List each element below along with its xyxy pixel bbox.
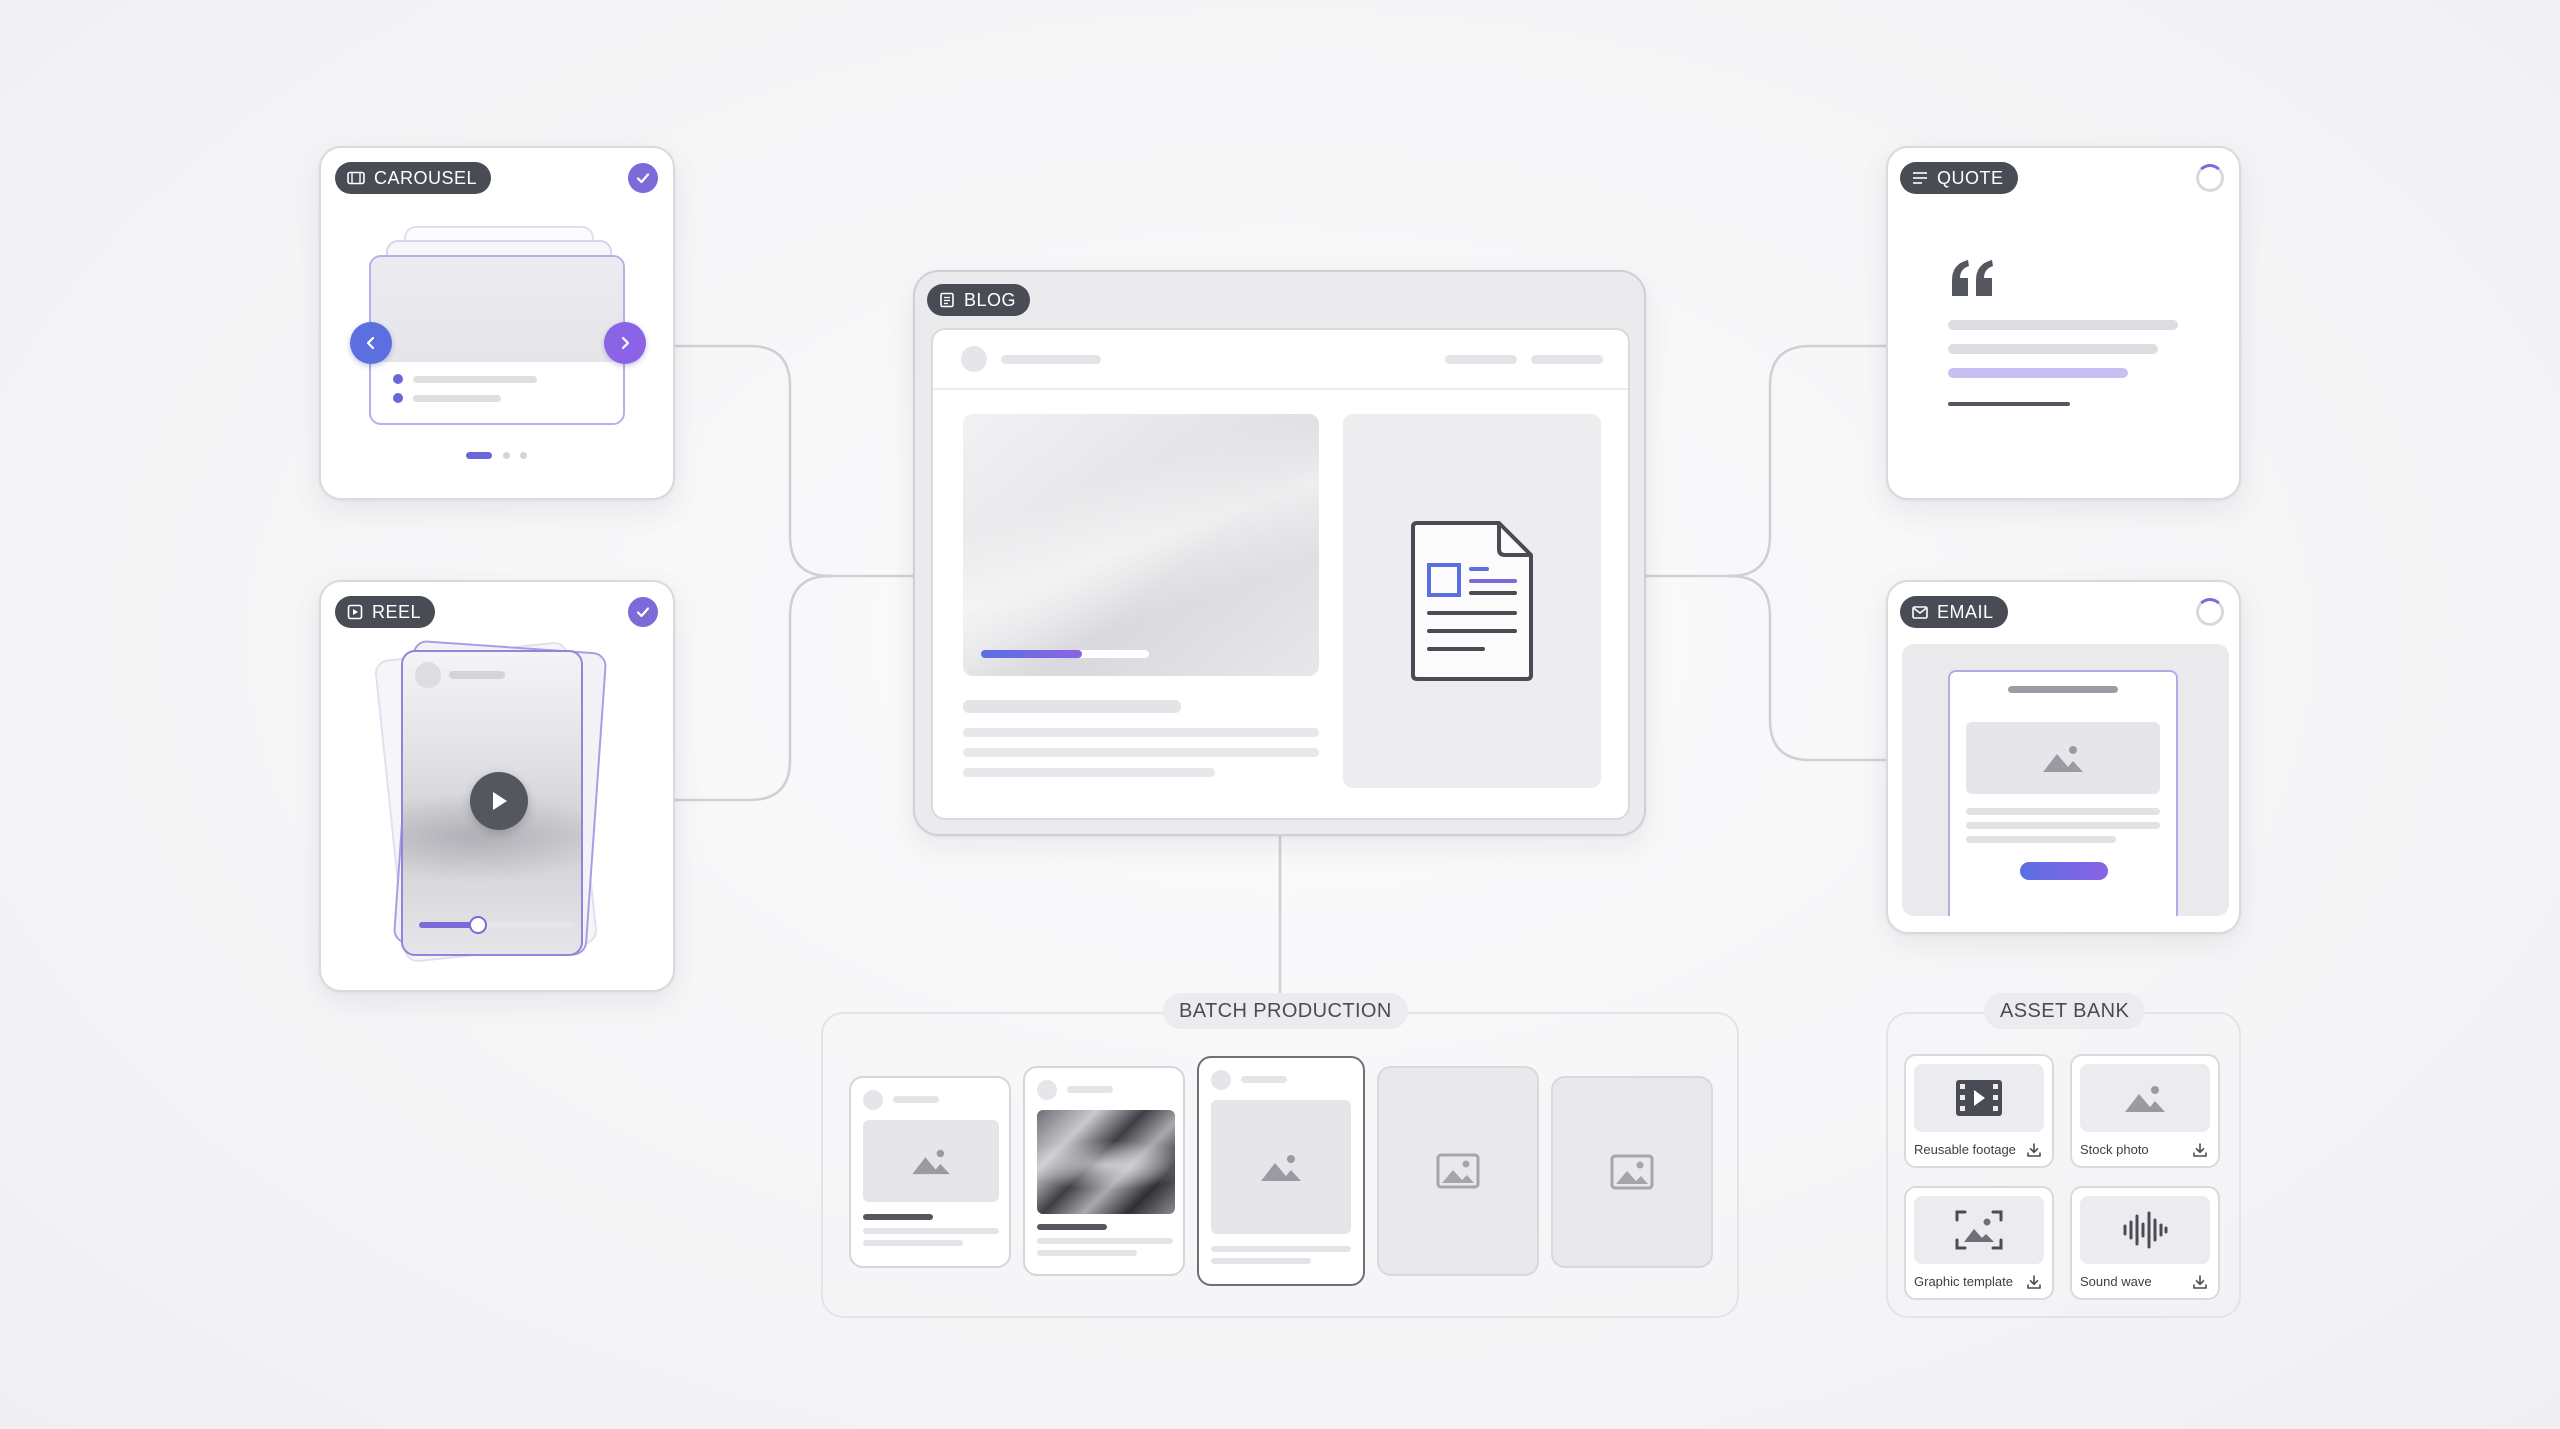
quote-tag: QUOTE: [1900, 162, 2018, 194]
download-icon[interactable]: [2026, 1142, 2042, 1158]
email-label: EMAIL: [1937, 601, 1994, 622]
blog-side-panel: [1343, 414, 1601, 788]
loading-spinner-icon: [2196, 598, 2224, 626]
blog-label: BLOG: [964, 289, 1017, 310]
blog-page: [931, 328, 1630, 820]
blog-card[interactable]: BLOG: [913, 270, 1646, 836]
chevron-left-icon: [366, 336, 375, 350]
batch-card[interactable]: [1023, 1066, 1185, 1276]
image-icon: [1261, 1155, 1301, 1181]
image-icon: [2043, 746, 2083, 772]
asset-sound-wave[interactable]: Sound wave: [2070, 1186, 2220, 1300]
asset-label: Graphic template: [1914, 1274, 2013, 1289]
asset-graphic-template[interactable]: Graphic template: [1904, 1186, 2054, 1300]
blog-header: [933, 330, 1628, 390]
asset-stock-photo[interactable]: Stock photo: [2070, 1054, 2220, 1168]
quote-label: QUOTE: [1937, 167, 2004, 188]
reel-label: REEL: [372, 601, 422, 622]
carousel-prev-button[interactable]: [350, 322, 392, 364]
batch-production-label: BATCH PRODUCTION: [1163, 993, 1408, 1029]
asset-label: Stock photo: [2080, 1142, 2149, 1157]
scrubber-handle[interactable]: [468, 916, 487, 934]
asset-label: Sound wave: [2080, 1274, 2152, 1289]
reel-play-button[interactable]: [470, 772, 528, 830]
asset-bank-label: ASSET BANK: [1984, 993, 2146, 1029]
asset-bank-panel: Reusable footage Stock photo Graphic tem…: [1886, 1012, 2241, 1318]
email-cta-button[interactable]: [2020, 862, 2108, 880]
carousel-pagination[interactable]: [466, 452, 536, 460]
quote-card[interactable]: QUOTE: [1886, 146, 2241, 500]
check-icon: [628, 163, 658, 193]
batch-card-selected[interactable]: [1197, 1056, 1365, 1286]
image-icon: [1436, 1153, 1480, 1189]
image-icon: [912, 1149, 950, 1175]
reel-tag: REEL: [335, 596, 436, 628]
reel-scrubber[interactable]: [419, 916, 573, 934]
email-document: [1948, 670, 2178, 916]
download-icon[interactable]: [2026, 1274, 2042, 1290]
image-icon: [2125, 1086, 2165, 1112]
chevron-right-icon: [621, 336, 630, 350]
soundwave-icon: [2123, 1211, 2168, 1249]
email-icon: [1912, 605, 1928, 619]
check-icon: [628, 597, 658, 627]
email-card[interactable]: EMAIL: [1886, 580, 2241, 934]
play-icon: [493, 792, 507, 810]
loading-spinner-icon: [2196, 164, 2224, 192]
blog-progress-bar: [981, 650, 1149, 658]
image-icon: [1610, 1154, 1654, 1190]
reel-frame: [401, 650, 583, 956]
blurred-photo: [1037, 1110, 1175, 1214]
document-icon: [1411, 521, 1533, 681]
batch-card-empty[interactable]: [1377, 1066, 1539, 1276]
reel-icon: [347, 604, 363, 620]
quotation-mark-icon: [1952, 260, 1993, 296]
download-icon[interactable]: [2192, 1142, 2208, 1158]
asset-reusable-footage[interactable]: Reusable footage: [1904, 1054, 2054, 1168]
film-icon: [1956, 1080, 2002, 1116]
batch-card-empty[interactable]: [1551, 1076, 1713, 1268]
carousel-label: CAROUSEL: [374, 167, 478, 188]
carousel-tag: CAROUSEL: [335, 162, 492, 194]
quote-icon: [1913, 172, 1927, 184]
carousel-slide: [369, 255, 625, 425]
reel-card[interactable]: REEL: [319, 580, 675, 992]
carousel-icon: [347, 171, 365, 185]
carousel-card[interactable]: CAROUSEL: [319, 146, 675, 500]
blog-tag: BLOG: [927, 284, 1031, 316]
blog-icon: [940, 292, 954, 308]
template-icon: [1955, 1210, 2003, 1250]
asset-label: Reusable footage: [1914, 1142, 2016, 1157]
batch-production-panel: [821, 1012, 1739, 1318]
download-icon[interactable]: [2192, 1274, 2208, 1290]
email-preview-area: [1902, 644, 2229, 916]
blog-hero-image: [963, 414, 1319, 676]
carousel-next-button[interactable]: [604, 322, 646, 364]
email-tag: EMAIL: [1900, 596, 2008, 628]
batch-card[interactable]: [849, 1076, 1011, 1268]
